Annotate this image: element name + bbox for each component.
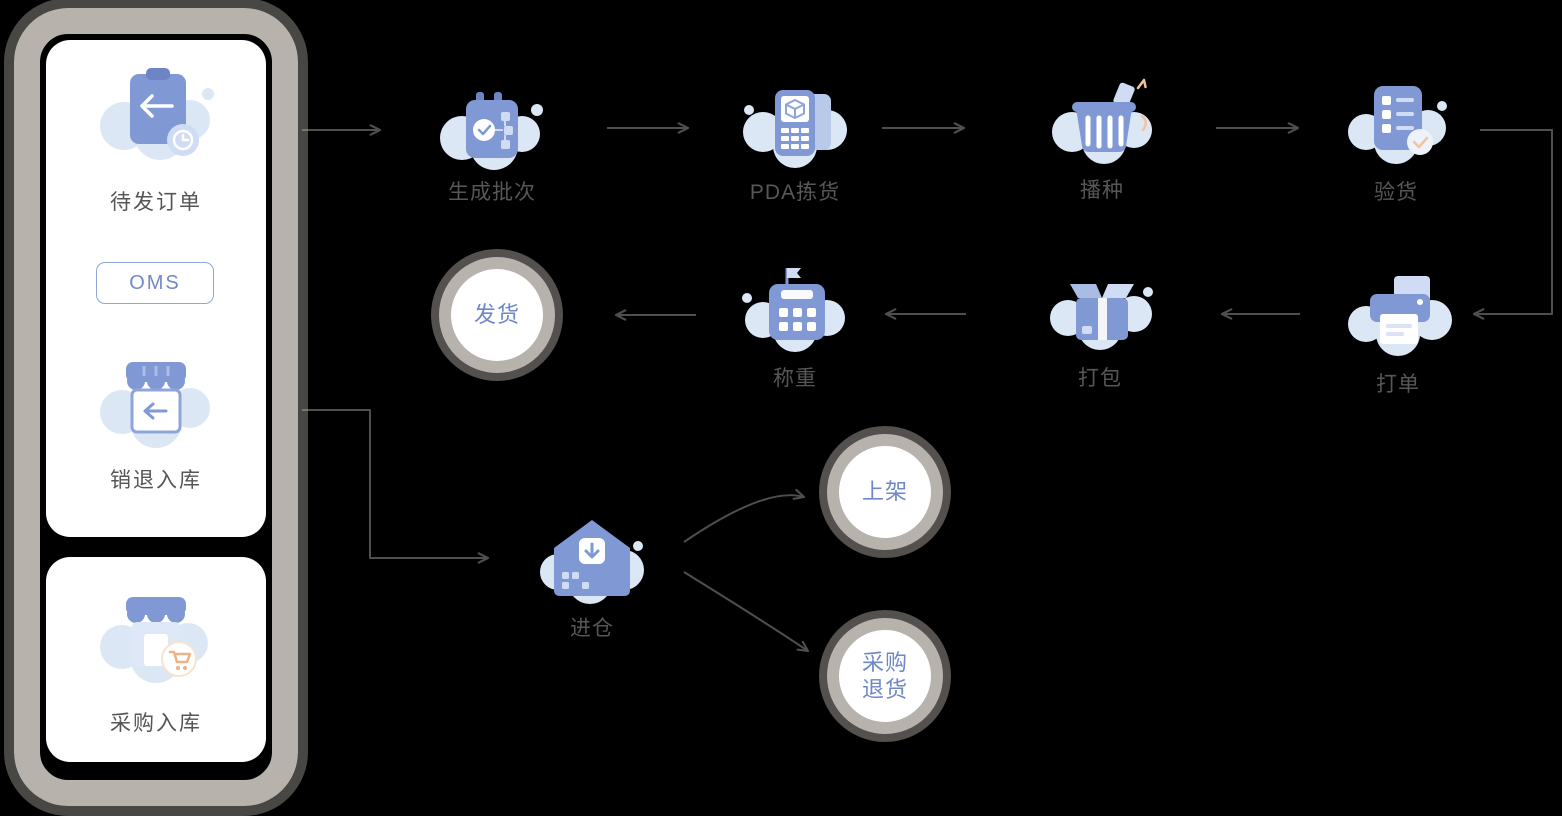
node-pda-picking: PDA拣货	[735, 76, 855, 206]
node-label: 打单	[1376, 373, 1420, 396]
sales-return-store-icon	[100, 362, 210, 448]
node-inspect: 验货	[1336, 76, 1456, 206]
node-label: 打包	[1078, 367, 1122, 390]
node-label: PDA拣货	[749, 181, 841, 204]
node-generate-batch: 生成批次	[432, 76, 552, 206]
purchase-source-card: 采购入库	[46, 557, 266, 762]
node-label: 验货	[1374, 181, 1418, 204]
purchase-inbound-label: 采购入库	[110, 712, 202, 735]
pda-device-icon	[743, 90, 847, 168]
source-panel	[14, 8, 298, 806]
purchase-inbound-store-cart-icon	[100, 597, 208, 683]
weighing-machine-icon	[742, 268, 845, 352]
node-seeding: 播种	[1042, 74, 1162, 204]
purchase-return-label: 采购 退货	[861, 649, 908, 703]
printer-icon	[1348, 276, 1452, 356]
pending-orders-clipboard-icon	[100, 68, 214, 160]
node-label: 进仓	[570, 617, 614, 640]
oms-source-card: 待发订单 OMS 销退入库	[46, 40, 266, 537]
warehouse-inbound-icon	[540, 520, 644, 604]
pending-orders-label: 待发订单	[110, 191, 202, 214]
node-label: 播种	[1080, 179, 1124, 202]
inspection-checklist-icon	[1348, 86, 1447, 164]
packing-box-icon	[1050, 284, 1153, 350]
node-shelve: 上架	[827, 434, 943, 550]
sales-return-label: 销退入库	[110, 469, 202, 492]
node-purchase-return: 采购 退货	[827, 618, 943, 734]
node-ship: 发货	[439, 257, 555, 373]
shelve-label: 上架	[861, 479, 908, 505]
node-pack: 打包	[1040, 262, 1160, 392]
node-label: 称重	[773, 367, 817, 390]
node-label: 生成批次	[448, 181, 536, 204]
node-inbound: 进仓	[532, 512, 652, 642]
node-print-order: 打单	[1338, 268, 1458, 398]
seeding-basket-icon	[1052, 78, 1152, 164]
node-weigh: 称重	[735, 262, 855, 392]
oms-badge: OMS	[96, 262, 214, 304]
ship-label: 发货	[473, 302, 520, 328]
generate-batch-icon	[440, 92, 543, 170]
